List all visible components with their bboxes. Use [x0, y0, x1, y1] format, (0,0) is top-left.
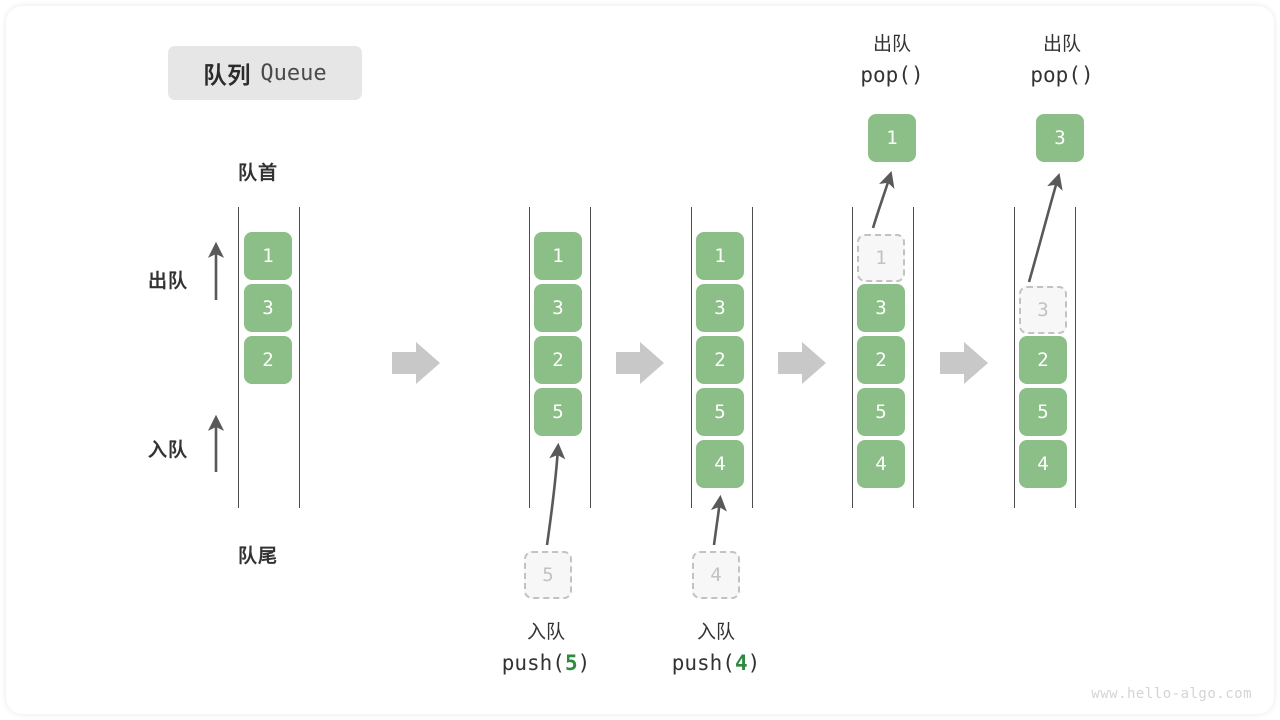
label-dequeue-direction: 出队: [148, 271, 189, 292]
queue-element: 2: [534, 336, 582, 384]
title-cn: 队列: [203, 62, 252, 88]
label-queue-head: 队首: [238, 163, 279, 184]
queue-element: 1: [696, 232, 744, 280]
popped-element: 3: [1036, 114, 1084, 162]
label-queue-tail: 队尾: [238, 546, 279, 567]
queue-rail-right-1: [299, 207, 300, 508]
queue-element: 3: [696, 284, 744, 332]
queue-element: 3: [244, 284, 292, 332]
header-line-code: pop(): [860, 63, 924, 87]
caption-line-code: push(4): [616, 648, 816, 678]
watermark: www.hello-algo.com: [1091, 686, 1252, 702]
queue-rail-right-2: [590, 207, 591, 508]
queue-rail-left-5: [1014, 207, 1015, 508]
header-line-cn: 出队: [1042, 34, 1081, 55]
queue-element: 1: [244, 232, 292, 280]
queue-rail-left-2: [529, 207, 530, 508]
caption-line-cn: 入队: [526, 622, 565, 643]
queue-element-new: 5: [534, 388, 582, 436]
header-pop-3: 出队 pop(): [962, 30, 1162, 90]
queue-element: 2: [696, 336, 744, 384]
queue-element: 5: [1019, 388, 1067, 436]
queue-rail-left-4: [852, 207, 853, 508]
queue-element: 4: [857, 440, 905, 488]
caption-line-cn: 入队: [696, 622, 735, 643]
caption-fn: push(: [671, 651, 735, 675]
label-enqueue-direction: 入队: [148, 440, 189, 461]
caption-fn-close: ): [747, 651, 761, 675]
incoming-element-ghost: 4: [692, 551, 740, 599]
queue-element-new: 4: [696, 440, 744, 488]
caption-arg: 4: [734, 651, 748, 675]
popped-element: 1: [868, 114, 916, 162]
queue-element: 3: [857, 284, 905, 332]
caption-push-4: 入队 push(4): [616, 618, 816, 678]
queue-element: 1: [534, 232, 582, 280]
queue-element-removed-ghost: 1: [857, 234, 905, 282]
diagram-title-chip: 队列 Queue: [168, 46, 362, 100]
header-pop-1: 出队 pop(): [792, 30, 992, 90]
queue-rail-right-4: [913, 207, 914, 508]
caption-line-code: push(5): [446, 648, 646, 678]
queue-element: 5: [857, 388, 905, 436]
queue-rail-left-3: [691, 207, 692, 508]
queue-element: 2: [244, 336, 292, 384]
caption-fn-close: ): [577, 651, 591, 675]
queue-element: 4: [1019, 440, 1067, 488]
queue-element-removed-ghost: 3: [1019, 286, 1067, 334]
header-line-code: pop(): [1030, 63, 1094, 87]
queue-element: 3: [534, 284, 582, 332]
queue-element: 2: [1019, 336, 1067, 384]
queue-rail-right-3: [752, 207, 753, 508]
caption-push-5: 入队 push(5): [446, 618, 646, 678]
card-frame: [6, 6, 1274, 714]
caption-fn: push(: [501, 651, 565, 675]
queue-rail-left-1: [238, 207, 239, 508]
caption-arg: 5: [564, 651, 578, 675]
queue-element: 2: [857, 336, 905, 384]
queue-rail-right-5: [1075, 207, 1076, 508]
queue-element: 5: [696, 388, 744, 436]
header-line-cn: 出队: [872, 34, 911, 55]
incoming-element-ghost: 5: [524, 551, 572, 599]
title-en: Queue: [260, 60, 327, 86]
